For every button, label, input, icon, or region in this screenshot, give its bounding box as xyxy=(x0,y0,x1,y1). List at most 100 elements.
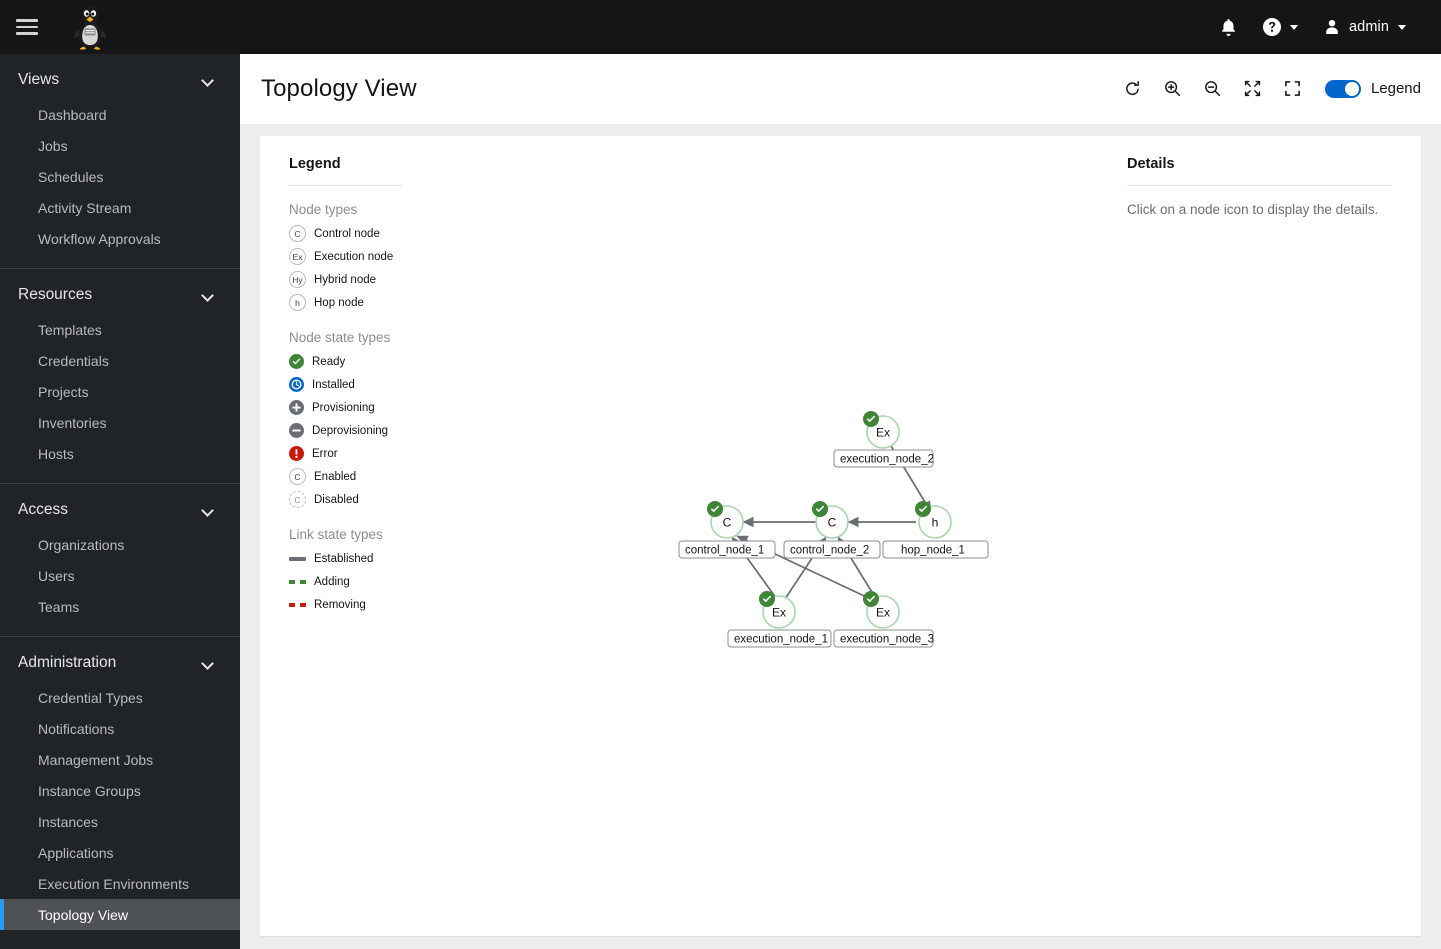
topology-node-execution_node_1[interactable]: Ex execution_node_1 xyxy=(727,591,832,648)
node-label: execution_node_1 xyxy=(734,634,828,646)
nav-group-header-resources[interactable]: Resources xyxy=(0,269,240,314)
minus-circle-icon xyxy=(289,423,304,438)
node-state-badge-ready xyxy=(707,501,723,517)
zoom-out-icon[interactable] xyxy=(1193,70,1233,108)
legend-item-provisioning: Provisioning xyxy=(289,396,469,419)
sidebar: Views Dashboard Jobs Schedules Activity … xyxy=(0,54,240,949)
sidebar-item-notifications[interactable]: Notifications xyxy=(38,720,115,737)
legend-item-enabled: C Enabled xyxy=(289,465,469,488)
node-glyph: Ex xyxy=(876,606,890,620)
legend-label: Removing xyxy=(314,598,366,611)
legend-label: Disabled xyxy=(314,493,359,506)
hop-node-icon: h xyxy=(289,294,306,311)
nav-group-label: Resources xyxy=(18,286,93,303)
user-menu[interactable]: admin xyxy=(1311,0,1419,54)
nav-group-label: Views xyxy=(18,71,60,88)
sidebar-item-topology-view[interactable]: Topology View xyxy=(0,899,240,930)
penguin-logo[interactable] xyxy=(68,3,112,51)
topology-graph[interactable]: Ex execution_node_2 xyxy=(260,136,1421,936)
link-state-types-label: Link state types xyxy=(289,527,383,542)
chevron-down-icon xyxy=(203,290,214,301)
legend-title: Legend xyxy=(289,156,341,172)
chevron-down-icon xyxy=(203,75,214,86)
sidebar-item-users[interactable]: Users xyxy=(38,567,75,584)
sidebar-item-credentials[interactable]: Credentials xyxy=(38,352,109,369)
nav-group-access: Access Organizations Users Teams xyxy=(0,484,240,637)
legend-toggle[interactable]: Legend xyxy=(1324,79,1421,98)
sidebar-item-hosts[interactable]: Hosts xyxy=(38,445,74,462)
topology-node-control_node_2[interactable]: C control_node_2 xyxy=(783,501,881,559)
sidebar-item-teams[interactable]: Teams xyxy=(38,598,80,615)
topology-node-hop_node_1[interactable]: h hop_node_1 xyxy=(882,501,989,559)
sidebar-item-jobs[interactable]: Jobs xyxy=(38,137,68,154)
node-state-badge-ready xyxy=(759,591,775,607)
nav-group-header-views[interactable]: Views xyxy=(0,54,240,99)
fit-to-screen-icon[interactable] xyxy=(1233,70,1273,108)
expand-icon[interactable] xyxy=(1273,70,1313,108)
topology-node-execution_node_2[interactable]: Ex execution_node_2 xyxy=(833,411,934,468)
sidebar-item-organizations[interactable]: Organizations xyxy=(38,536,125,553)
control-node-icon: C xyxy=(289,225,306,242)
refresh-icon[interactable] xyxy=(1113,70,1153,108)
sidebar-item-management-jobs[interactable]: Management Jobs xyxy=(38,751,154,768)
nav-group-label: Access xyxy=(18,501,68,518)
node-glyph: Ex xyxy=(876,426,890,440)
page-header: Topology View xyxy=(240,54,1441,124)
sidebar-item-inventories[interactable]: Inventories xyxy=(38,414,107,431)
details-title: Details xyxy=(1127,156,1175,172)
chevron-down-icon xyxy=(203,505,214,516)
legend-label: Installed xyxy=(312,378,355,391)
details-hint: Click on a node icon to display the deta… xyxy=(1127,202,1379,217)
sidebar-item-projects[interactable]: Projects xyxy=(38,383,89,400)
masthead-actions: admin xyxy=(1207,0,1441,54)
nav-group-header-administration[interactable]: Administration xyxy=(0,637,240,682)
nav-group-views: Views Dashboard Jobs Schedules Activity … xyxy=(0,54,240,269)
main-content: Topology View xyxy=(240,54,1441,949)
node-enabled-icon: C xyxy=(289,468,306,485)
execution-node-icon: Ex xyxy=(289,248,306,265)
legend-label: Error xyxy=(312,447,338,460)
sidebar-item-templates[interactable]: Templates xyxy=(38,321,102,338)
legend-item-adding: Adding xyxy=(289,570,469,593)
legend-label: Execution node xyxy=(314,250,394,263)
clock-circle-icon xyxy=(289,377,304,392)
nav-group-header-access[interactable]: Access xyxy=(0,484,240,529)
legend-label: Deprovisioning xyxy=(312,424,389,437)
node-state-badge-ready xyxy=(812,501,828,517)
legend-label: Established xyxy=(314,552,374,565)
legend-item-removing: Removing xyxy=(289,593,469,616)
help-dropdown[interactable] xyxy=(1250,0,1311,54)
bell-icon[interactable] xyxy=(1207,0,1250,54)
topology-node-control_node_1[interactable]: C control_node_1 xyxy=(678,501,776,559)
sidebar-item-credential-types[interactable]: Credential Types xyxy=(38,689,143,706)
nav-group-administration: Administration Credential Types Notifica… xyxy=(0,637,240,944)
legend-item-hybrid-node: Hy Hybrid node xyxy=(289,268,469,291)
legend-item-execution-node: Ex Execution node xyxy=(289,245,469,268)
sidebar-item-instances[interactable]: Instances xyxy=(38,813,98,830)
nav-group-label: Administration xyxy=(18,654,117,671)
content-background: Legend Node types C Control node Ex Exec… xyxy=(240,124,1441,949)
sidebar-item-applications[interactable]: Applications xyxy=(38,844,114,861)
legend-item-error: Error xyxy=(289,442,469,465)
sidebar-item-workflow-approvals[interactable]: Workflow Approvals xyxy=(38,230,161,247)
sidebar-item-instance-groups[interactable]: Instance Groups xyxy=(38,782,141,799)
node-state-badge-ready xyxy=(915,501,931,517)
legend-item-established: Established xyxy=(289,547,469,570)
hamburger-icon[interactable] xyxy=(0,0,54,54)
chevron-down-icon xyxy=(1398,24,1406,30)
sidebar-item-dashboard[interactable]: Dashboard xyxy=(38,106,107,123)
topology-nodes[interactable]: Ex execution_node_2 xyxy=(678,411,989,648)
topology-node-execution_node_3[interactable]: Ex execution_node_3 xyxy=(833,591,934,648)
topology-svg[interactable]: Ex execution_node_2 xyxy=(260,136,1421,936)
details-panel: Details Click on a node icon to display … xyxy=(1127,156,1392,217)
sidebar-item-activity-stream[interactable]: Activity Stream xyxy=(38,199,132,216)
link-established-icon xyxy=(289,556,306,561)
legend-label: Adding xyxy=(314,575,350,588)
sidebar-item-execution-environments[interactable]: Execution Environments xyxy=(38,875,189,892)
sidebar-item-schedules[interactable]: Schedules xyxy=(38,168,104,185)
zoom-in-icon[interactable] xyxy=(1153,70,1193,108)
legend-toggle-switch[interactable] xyxy=(1324,79,1361,98)
page-title: Topology View xyxy=(261,74,417,102)
legend-label: Hop node xyxy=(314,296,364,309)
